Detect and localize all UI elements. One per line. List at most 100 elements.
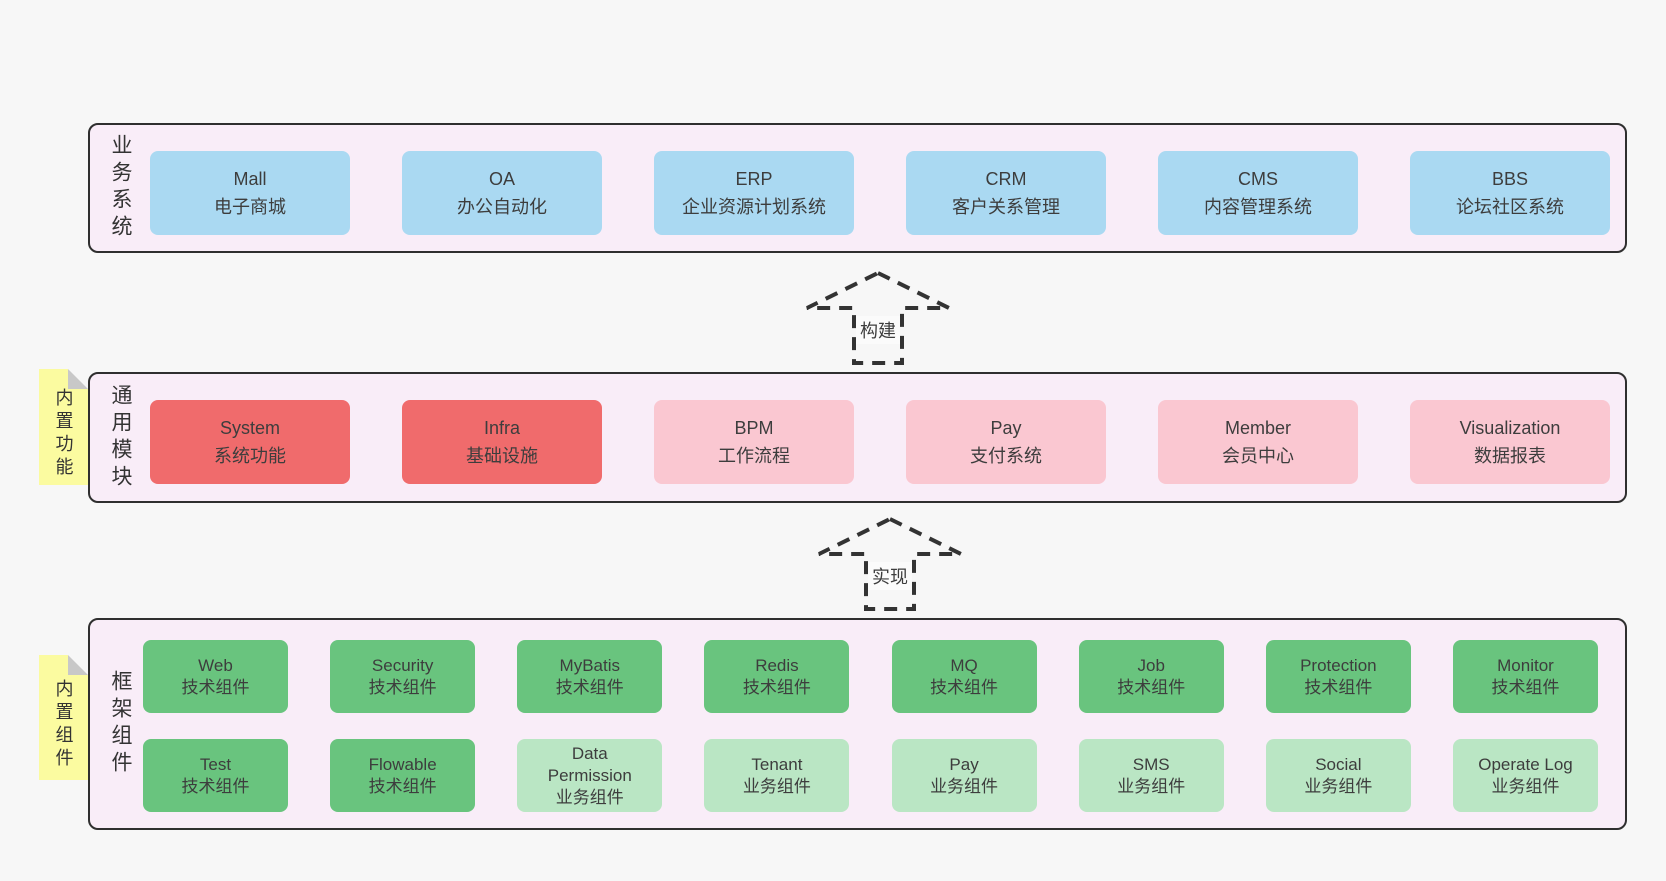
box-subtitle: 技术组件 xyxy=(742,677,811,697)
box-job: Job 技术组件 xyxy=(1078,640,1224,713)
box-oa: OA 办公自动化 xyxy=(402,151,602,235)
box-protection: Protection 技术组件 xyxy=(1265,640,1411,713)
box-subtitle: 技术组件 xyxy=(181,776,250,796)
box-member: Member 会员中心 xyxy=(1158,400,1358,484)
arrow-label: 实现 xyxy=(868,562,912,590)
box-system: System 系统功能 xyxy=(150,400,350,484)
box-subtitle: 办公自动化 xyxy=(457,197,547,217)
band-framework-components: 框架组件 Web 技术组件 Security 技术组件 MyBatis 技术组件… xyxy=(88,618,1627,830)
box-title: BPM xyxy=(734,418,774,438)
box-subtitle: 业务组件 xyxy=(1304,776,1373,796)
box-visualization: Visualization 数据报表 xyxy=(1410,400,1610,484)
box-subtitle: 企业资源计划系统 xyxy=(682,197,826,217)
box-bbs: BBS 论坛社区系统 xyxy=(1410,151,1610,235)
box-title: Operate Log xyxy=(1478,754,1573,774)
box-tenant: Tenant 业务组件 xyxy=(704,739,850,812)
box-redis: Redis 技术组件 xyxy=(704,640,850,713)
box-title: Flowable xyxy=(368,754,437,774)
box-pay-component: Pay 业务组件 xyxy=(891,739,1037,812)
box-title: Mall xyxy=(233,169,267,189)
box-infra: Infra 基础设施 xyxy=(402,400,602,484)
sticky-note-builtin-components: 内置组件 xyxy=(39,655,88,780)
box-erp: ERP 企业资源计划系统 xyxy=(654,151,854,235)
box-subtitle: 业务组件 xyxy=(930,776,999,796)
business-systems-row: Mall 电子商城 OA 办公自动化 ERP 企业资源计划系统 CRM 客户关系… xyxy=(150,151,1610,235)
box-title: MQ xyxy=(950,655,978,675)
sticky-note-label: 内置组件 xyxy=(53,678,74,771)
box-title: Security xyxy=(371,655,434,675)
dashed-up-arrow-icon xyxy=(818,516,962,611)
box-title: Member xyxy=(1224,418,1291,438)
box-security: Security 技术组件 xyxy=(330,640,476,713)
box-subtitle: 技术组件 xyxy=(1304,677,1373,697)
box-cms: CMS 内容管理系统 xyxy=(1158,151,1358,235)
box-sms: SMS 业务组件 xyxy=(1078,739,1224,812)
box-test: Test 技术组件 xyxy=(143,739,288,812)
box-subtitle: 技术组件 xyxy=(1117,677,1186,697)
box-title: BBS xyxy=(1491,169,1529,189)
box-subtitle: 内容管理系统 xyxy=(1204,197,1312,217)
box-subtitle: 论坛社区系统 xyxy=(1456,197,1564,217)
box-pay-module: Pay 支付系统 xyxy=(906,400,1106,484)
band-business-systems: 业务系统 Mall 电子商城 OA 办公自动化 ERP 企业资源计划系统 CRM… xyxy=(88,123,1627,253)
sticky-note-builtin-features: 内置功能 xyxy=(39,369,88,485)
box-subtitle: 技术组件 xyxy=(368,677,437,697)
box-title: OA xyxy=(488,169,515,189)
box-title: Monitor xyxy=(1497,655,1554,675)
box-title: Infra xyxy=(483,418,521,438)
box-subtitle: 业务组件 xyxy=(1491,776,1560,796)
box-title: Protection xyxy=(1300,655,1377,675)
box-title: Data Permission xyxy=(547,743,632,785)
box-title: Pay xyxy=(990,418,1022,438)
box-subtitle: 业务组件 xyxy=(742,776,811,796)
implement-arrow: 实现 xyxy=(815,514,965,614)
box-web: Web 技术组件 xyxy=(143,640,288,713)
biz-components-row: Test 技术组件 Flowable 技术组件 Data Permission … xyxy=(143,739,1598,812)
box-title: Visualization xyxy=(1459,418,1561,438)
box-flowable: Flowable 技术组件 xyxy=(330,739,476,812)
box-title: Job xyxy=(1137,655,1165,675)
box-title: Redis xyxy=(755,655,799,675)
box-subtitle: 技术组件 xyxy=(555,677,624,697)
box-bpm: BPM 工作流程 xyxy=(654,400,854,484)
box-title: Test xyxy=(199,754,232,774)
box-title: System xyxy=(219,418,280,438)
box-subtitle: 技术组件 xyxy=(181,677,250,697)
box-subtitle: 数据报表 xyxy=(1474,446,1546,466)
band-label: 框架组件 xyxy=(109,670,132,778)
band-common-modules: 通用模块 System 系统功能 Infra 基础设施 BPM 工作流程 Pay… xyxy=(88,372,1627,503)
box-subtitle: 技术组件 xyxy=(368,776,437,796)
box-subtitle: 业务组件 xyxy=(1117,776,1186,796)
tech-components-row: Web 技术组件 Security 技术组件 MyBatis 技术组件 Redi… xyxy=(143,640,1598,713)
box-data-permission: Data Permission 业务组件 xyxy=(517,739,663,812)
box-title: Social xyxy=(1315,754,1362,774)
box-operate-log: Operate Log 业务组件 xyxy=(1452,739,1598,812)
dashed-up-arrow-icon xyxy=(806,270,950,365)
box-subtitle: 会员中心 xyxy=(1222,446,1294,466)
box-title: MyBatis xyxy=(559,655,621,675)
box-title: Web xyxy=(198,655,233,675)
box-subtitle: 客户关系管理 xyxy=(952,197,1060,217)
box-mall: Mall 电子商城 xyxy=(150,151,350,235)
box-subtitle: 技术组件 xyxy=(930,677,999,697)
box-subtitle: 业务组件 xyxy=(555,787,624,807)
band-label: 通用模块 xyxy=(109,383,132,492)
box-title: Tenant xyxy=(751,754,803,774)
box-title: Pay xyxy=(949,754,979,774)
box-subtitle: 电子商城 xyxy=(214,197,286,217)
box-title: CRM xyxy=(985,169,1027,189)
box-title: CMS xyxy=(1238,169,1278,189)
arrow-label: 构建 xyxy=(856,316,900,344)
box-crm: CRM 客户关系管理 xyxy=(906,151,1106,235)
box-subtitle: 技术组件 xyxy=(1491,677,1560,697)
box-monitor: Monitor 技术组件 xyxy=(1452,640,1598,713)
box-social: Social 业务组件 xyxy=(1265,739,1411,812)
box-mybatis: MyBatis 技术组件 xyxy=(517,640,663,713)
box-title: SMS xyxy=(1132,754,1170,774)
box-subtitle: 支付系统 xyxy=(970,446,1042,466)
box-subtitle: 工作流程 xyxy=(718,446,790,466)
common-modules-row: System 系统功能 Infra 基础设施 BPM 工作流程 Pay 支付系统… xyxy=(150,400,1610,484)
box-mq: MQ 技术组件 xyxy=(891,640,1037,713)
box-title: ERP xyxy=(735,169,773,189)
box-subtitle: 基础设施 xyxy=(466,446,538,466)
